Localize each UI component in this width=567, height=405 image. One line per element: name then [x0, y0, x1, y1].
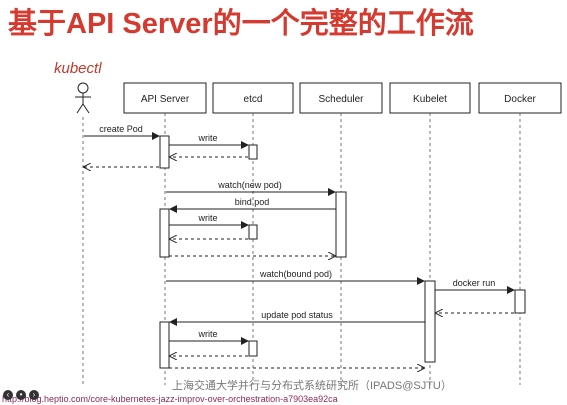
participant-label: etcd — [244, 94, 263, 105]
kubectl-actor-icon — [75, 82, 91, 114]
message-label-write: write — [197, 329, 217, 339]
message-label-write: write — [197, 213, 217, 223]
message-label-create-pod: create Pod — [99, 124, 143, 134]
activation-bars — [159, 135, 526, 369]
kubectl-label: kubectl — [54, 60, 102, 77]
message-label-docker-run: docker run — [453, 278, 496, 288]
menu-icon[interactable]: • — [16, 390, 26, 400]
footer-affiliation: 上海交通大学并行与分布式系统研究所（IPADS@SJTU） — [172, 380, 452, 392]
participant-label: Kubelet — [413, 94, 447, 105]
slide-title: 基于API Server的一个完整的工作流 — [8, 8, 474, 40]
lifelines — [82, 113, 521, 385]
prev-slide-icon[interactable]: ‹ — [3, 390, 13, 400]
participant-etcd: etcd — [212, 82, 294, 114]
participant-label: API Server — [141, 94, 190, 105]
participant-scheduler: Scheduler — [299, 82, 383, 114]
participant-api-server: API Server — [123, 82, 207, 114]
participant-label: Scheduler — [318, 94, 364, 105]
slide-nav: ‹ • › — [3, 390, 39, 400]
participant-label: Docker — [504, 94, 536, 105]
message-label-write: write — [197, 133, 217, 143]
next-slide-icon[interactable]: › — [29, 390, 39, 400]
source-url-link[interactable]: http://blog.heptio.com/core-kubernetes-j… — [0, 393, 567, 405]
message-label-bind-pod: bind pod — [235, 197, 270, 207]
message-label-update-pod-status: update pod status — [261, 310, 333, 320]
participant-docker: Docker — [478, 82, 562, 114]
participant-kubelet: Kubelet — [389, 82, 471, 114]
message-arrows — [84, 132, 515, 368]
message-label-watch-new-pod: watch(new pod) — [217, 180, 282, 190]
message-label-watch-bound-pod: watch(bound pod) — [259, 269, 332, 279]
